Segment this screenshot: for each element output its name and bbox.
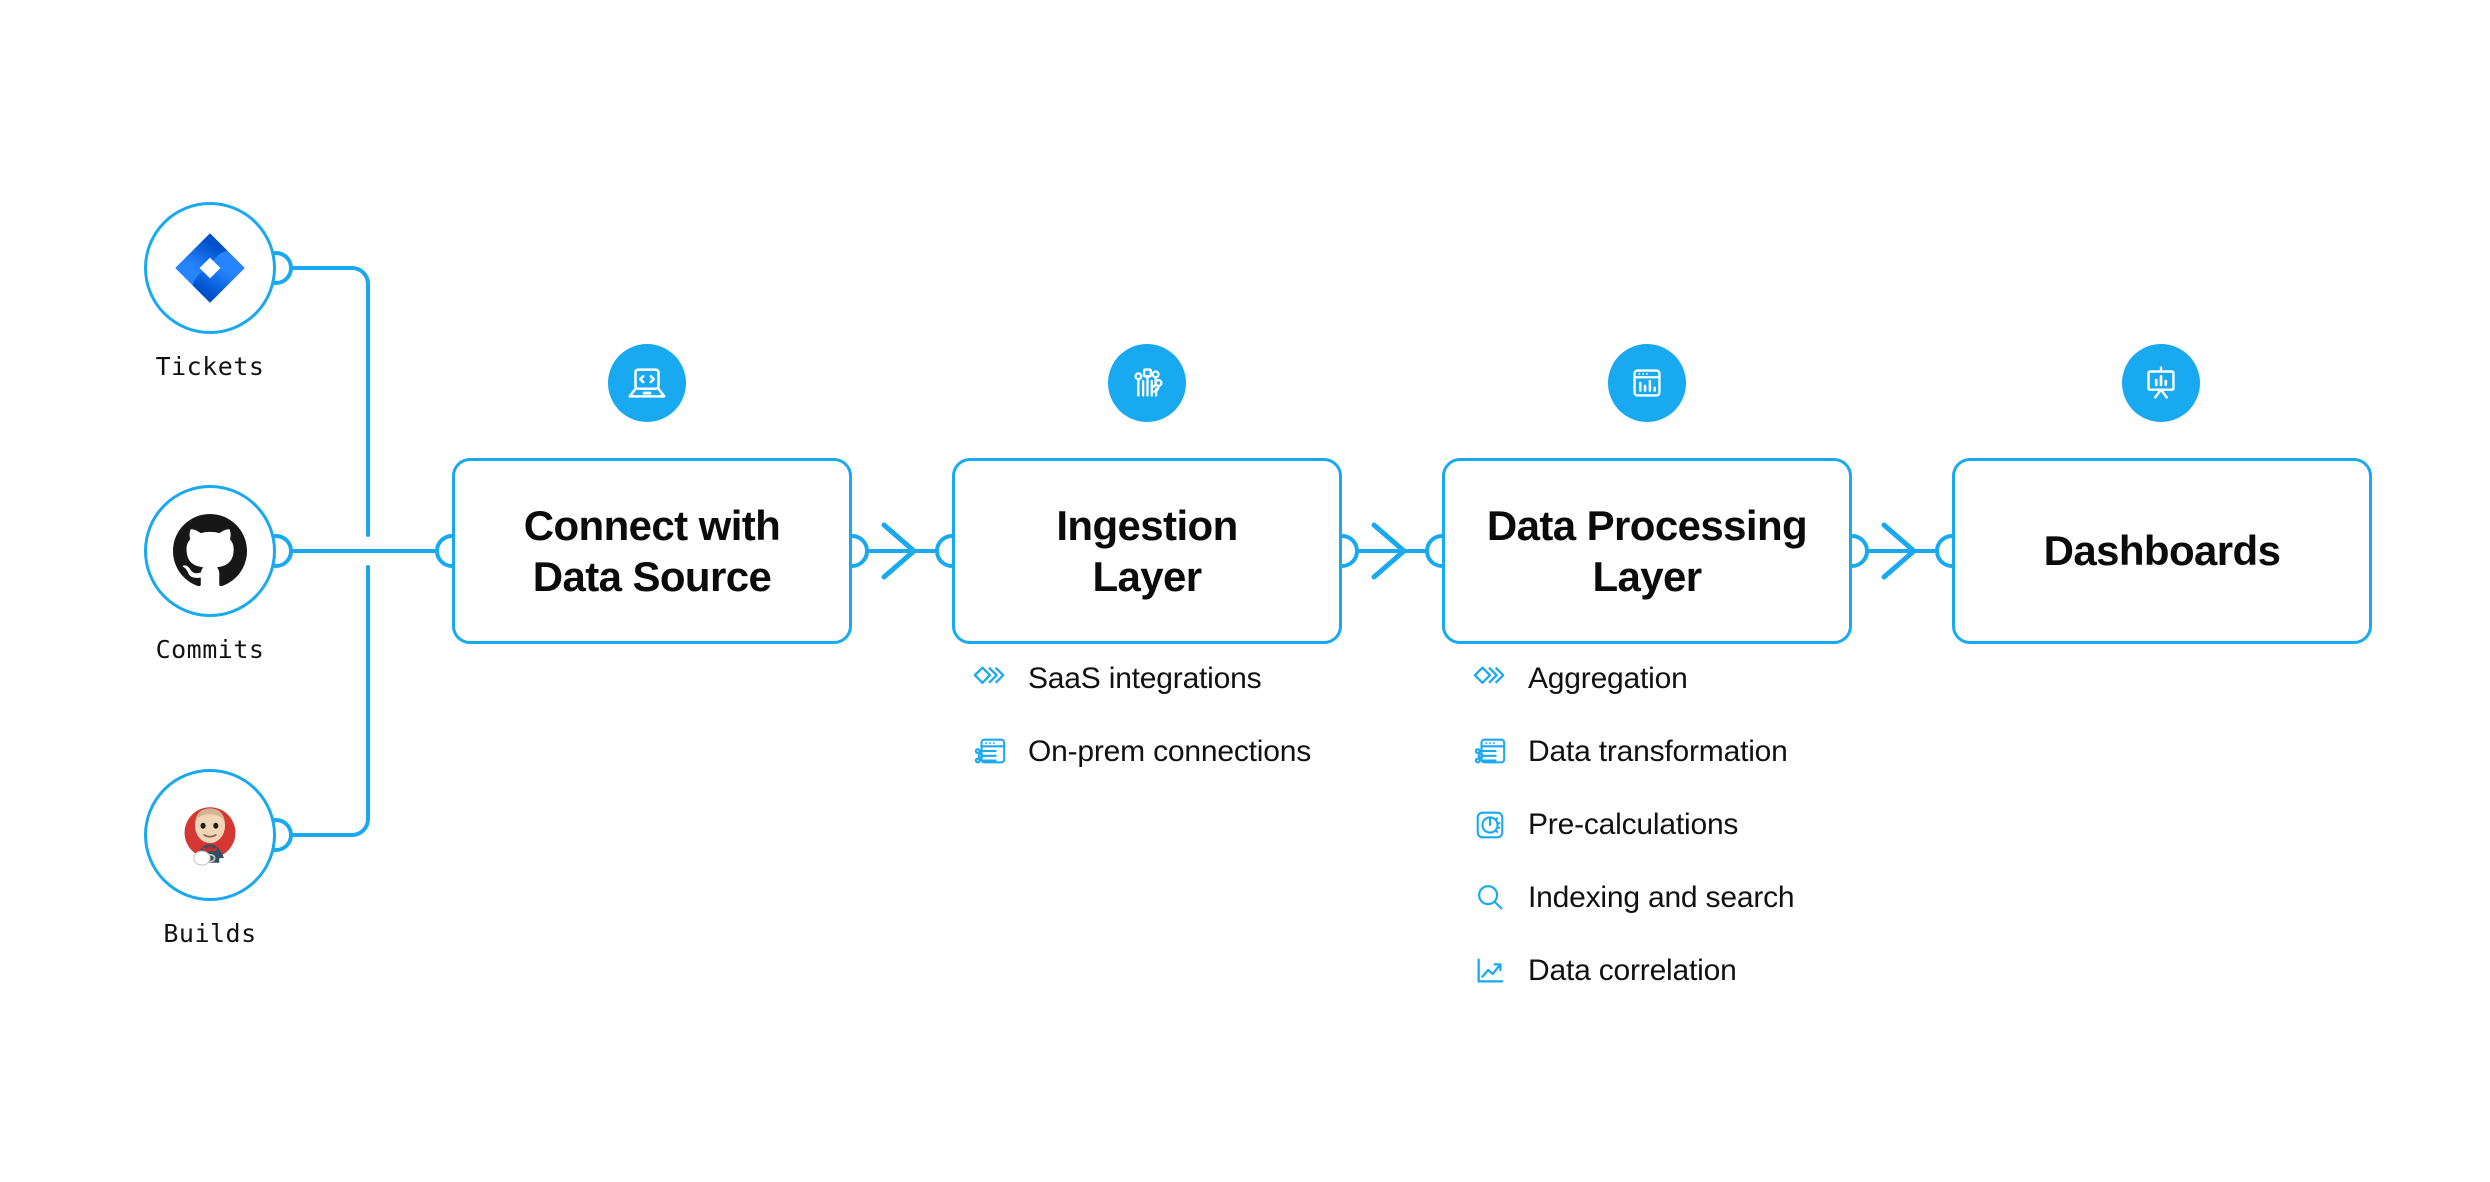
stage-box-connect[interactable]: Connect with Data Source	[452, 458, 852, 644]
stage-box-processing[interactable]: Data Processing Layer	[1442, 458, 1852, 644]
stage-badge-connect	[608, 344, 686, 422]
source-label-tickets: Tickets	[155, 352, 265, 381]
feature-label: Data transformation	[1528, 735, 1788, 768]
feature-item[interactable]: Indexing and search	[1472, 874, 1795, 922]
wire-tickets	[274, 266, 370, 537]
window-sliders-icon	[972, 734, 1008, 770]
gauge-square-icon	[1472, 807, 1508, 843]
feature-label: Indexing and search	[1528, 881, 1795, 914]
feature-label: Pre-calculations	[1528, 808, 1739, 841]
stacked-chevrons-icon	[972, 661, 1008, 697]
arrowhead-2	[1371, 522, 1407, 580]
feature-item[interactable]: Data correlation	[1472, 947, 1794, 995]
feature-list-ingestion: SaaS integrations On-prem connections	[972, 655, 1311, 801]
stage-badge-dashboards	[2122, 344, 2200, 422]
source-node-commits[interactable]: Commits	[144, 485, 276, 664]
laptop-code-icon	[628, 368, 666, 398]
stage-badge-ingestion	[1108, 344, 1186, 422]
jenkins-logo	[184, 807, 236, 866]
circuit-nodes-icon	[1134, 368, 1163, 397]
github-logo	[173, 514, 247, 587]
source-label-builds: Builds	[163, 919, 257, 948]
arrowhead-1	[881, 522, 917, 580]
feature-item[interactable]: Aggregation	[1472, 655, 1794, 703]
feature-label: Aggregation	[1528, 662, 1688, 695]
source-label-commits: Commits	[155, 635, 265, 664]
source-ring	[144, 485, 276, 617]
jira-logo	[175, 233, 245, 303]
feature-label: On-prem connections	[1028, 735, 1312, 768]
arrowhead-3	[1881, 522, 1917, 580]
feature-item[interactable]: On-prem connections	[972, 728, 1311, 776]
stage-title-connect: Connect with Data Source	[523, 501, 781, 600]
feature-label: Data correlation	[1528, 954, 1737, 987]
stage-title-processing: Data Processing Layer	[1486, 501, 1808, 600]
stage-box-ingestion[interactable]: Ingestion Layer	[952, 458, 1342, 644]
window-barchart-icon	[1633, 369, 1661, 397]
source-node-tickets[interactable]: Tickets	[144, 202, 276, 381]
stage-title-ingestion: Ingestion Layer	[1056, 501, 1238, 600]
stacked-chevrons-icon	[1472, 661, 1508, 697]
stage-title-dashboards: Dashboards	[2043, 527, 2281, 575]
line-chart-icon	[1472, 953, 1508, 989]
presentation-chart-icon	[2147, 366, 2175, 399]
magnifier-icon	[1472, 880, 1508, 916]
window-sliders-icon	[1472, 734, 1508, 770]
source-node-builds[interactable]: Builds	[144, 769, 276, 948]
feature-item[interactable]: Data transformation	[1472, 728, 1794, 776]
feature-item[interactable]: Pre-calculations	[1472, 801, 1794, 849]
stage-badge-processing	[1608, 344, 1686, 422]
feature-list-processing: Aggregation Data transformation	[1472, 655, 1795, 1020]
feature-label: SaaS integrations	[1028, 662, 1262, 695]
stage-box-dashboards[interactable]: Dashboards	[1952, 458, 2372, 644]
wire-builds	[274, 565, 370, 837]
feature-item[interactable]: SaaS integrations	[972, 655, 1311, 703]
